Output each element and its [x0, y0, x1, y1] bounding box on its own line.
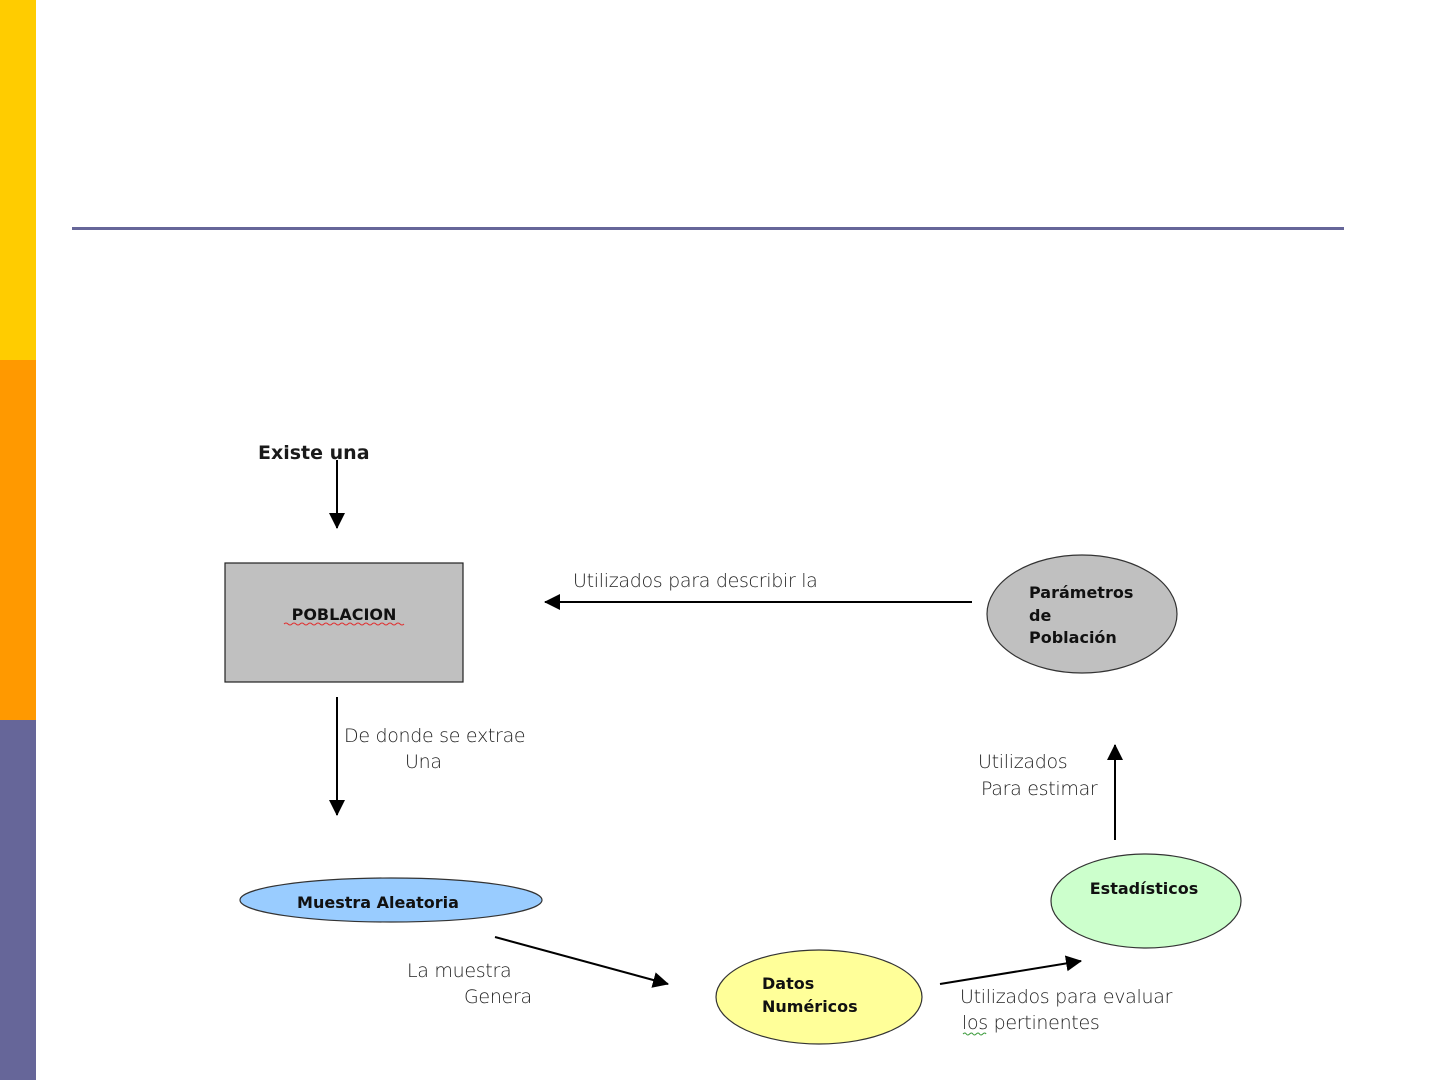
parametros-label-line1: Parámetros — [1029, 583, 1133, 602]
datos-label-line1: Datos — [762, 974, 814, 993]
edge-label-describir: Utilizados para describir la — [573, 570, 818, 592]
node-poblacion: POBLACION — [224, 562, 464, 683]
node-muestra: Muestra Aleatoria — [239, 877, 543, 923]
edge-label-estimar-line1: Utilizados — [978, 751, 1067, 773]
spellcheck-underline — [283, 622, 405, 626]
parametros-label-line3: Población — [1029, 628, 1117, 647]
edge-label-extrae-line1: De donde se extrae — [344, 725, 525, 747]
edge-label-evaluar-line2: los pertinentes — [962, 1012, 1099, 1034]
arrow-muestra-to-datos — [494, 936, 669, 988]
node-parametros: Parámetros de Población — [986, 554, 1178, 674]
muestra-ellipse — [239, 877, 543, 923]
edge-label-extrae-line2: Una — [405, 751, 442, 773]
edge-label-genera-line1: La muestra — [407, 960, 511, 982]
parametros-ellipse — [986, 554, 1178, 674]
grammar-underline — [962, 1032, 987, 1036]
node-estadisticos: Estadísticos — [1050, 853, 1242, 949]
estadisticos-ellipse — [1050, 853, 1242, 949]
poblacion-box — [224, 562, 464, 683]
datos-ellipse — [715, 949, 923, 1045]
arrow-datos-to-estadisticos — [939, 955, 1082, 985]
poblacion-label: POBLACION — [292, 605, 397, 624]
side-bar-yellow — [0, 0, 36, 360]
title-divider — [72, 227, 1344, 230]
parametros-label-line2: de — [1029, 606, 1051, 625]
muestra-label: Muestra Aleatoria — [297, 893, 459, 912]
edge-label-estimar-line2: Para estimar — [981, 778, 1098, 800]
estadisticos-label: Estadísticos — [1090, 879, 1199, 898]
edge-label-evaluar-line1: Utilizados para evaluar — [960, 986, 1173, 1008]
node-datos: Datos Numéricos — [715, 949, 923, 1045]
edge-label-existe: Existe una — [258, 442, 370, 464]
datos-label-line2: Numéricos — [762, 997, 858, 1016]
side-bar-orange — [0, 360, 36, 720]
edge-label-genera-line2: Genera — [464, 986, 532, 1008]
side-bar-purple — [0, 720, 36, 1080]
